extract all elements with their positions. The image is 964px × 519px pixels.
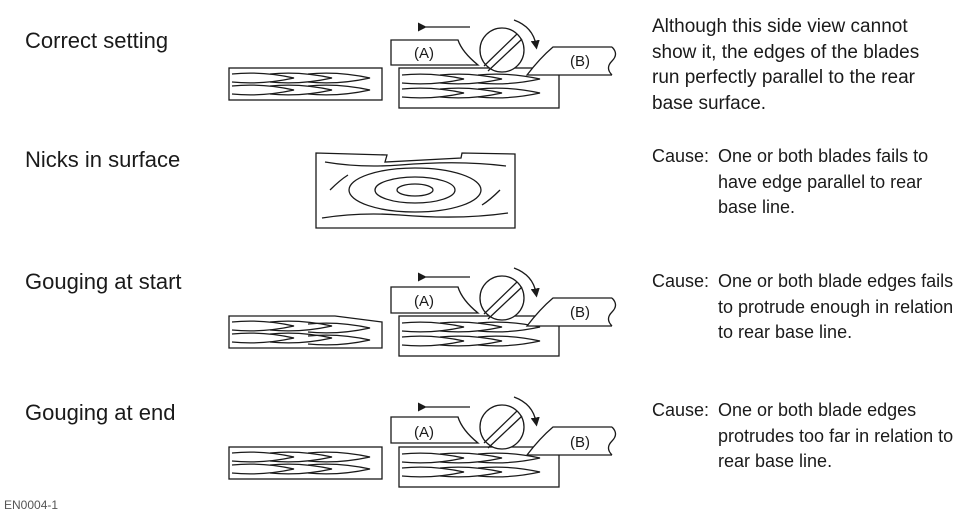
rotation-arrow: [513, 396, 540, 427]
base-b: [525, 297, 617, 327]
diagram-gouging-start: [228, 267, 617, 357]
cause-text: One or both blade edges fails to protrud…: [718, 271, 954, 342]
description-line: base surface.: [652, 92, 767, 114]
description-line: run perfectly parallel to the rear: [652, 67, 915, 88]
figure-code: EN0004-1: [4, 498, 59, 512]
row-title-correct-setting: Correct setting: [25, 28, 169, 53]
label-b: (B): [570, 304, 590, 321]
rotation-arrow: [513, 19, 540, 50]
rotation-arrow: [513, 267, 540, 298]
correct-setting-description: Although this side view cannot show it, …: [652, 14, 919, 116]
label-b: (B): [570, 53, 590, 70]
wood-board-infeed: [228, 446, 383, 480]
cutter-head: [479, 275, 525, 321]
cause-label: Cause:: [652, 271, 710, 291]
cause-text: One or both blades fails to have edge pa…: [718, 146, 929, 217]
label-a: (A): [414, 45, 434, 62]
cause-label: Cause:: [652, 146, 710, 166]
base-a: [390, 39, 480, 66]
description-line: Although this side view cannot: [652, 16, 908, 37]
label-a: (A): [414, 293, 434, 310]
base-a: [390, 416, 480, 444]
description-line: show it, the edges of the blades: [652, 41, 920, 63]
base-b: [525, 46, 617, 76]
label-b: (B): [570, 434, 590, 451]
base-b: [525, 426, 617, 456]
cutter-head: [479, 27, 525, 73]
wood-board-infeed: [228, 67, 383, 101]
cutter-head: [479, 404, 525, 450]
diagram-gouging-end: [228, 396, 617, 488]
row-title-nicks-in-surface: Nicks in surface: [25, 147, 181, 172]
diagram-nicks-board: [315, 152, 516, 229]
row-title-gouging-at-start: Gouging at start: [25, 269, 182, 294]
base-a: [390, 286, 480, 314]
diagram-correct-setting: [228, 19, 617, 109]
row-title-gouging-at-end: Gouging at end: [25, 400, 176, 425]
label-a: (A): [414, 424, 434, 441]
cause-label: Cause:: [652, 400, 710, 420]
wood-board-infeed: [228, 315, 383, 349]
cause-text: One or both blade edges protrudes too fa…: [718, 400, 954, 471]
